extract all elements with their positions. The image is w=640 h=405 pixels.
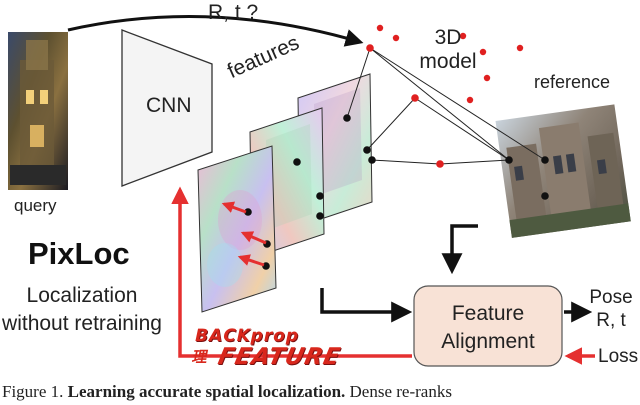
loss-label: Loss [598, 346, 639, 367]
model-point [411, 94, 419, 102]
keypoint [244, 208, 252, 216]
figure-caption: Figure 1. Learning accurate spatial loca… [2, 382, 638, 405]
caption-prefix: Figure 1. [2, 382, 68, 401]
reference-to-alignment-arrow [441, 224, 478, 275]
keypoint [293, 158, 301, 166]
caption-bold: Learning accurate spatial localization. [67, 382, 346, 401]
keypoint [505, 156, 513, 164]
model-point [466, 96, 474, 104]
model-point [483, 74, 491, 82]
keypoint [343, 114, 351, 122]
model-point [479, 48, 487, 56]
features-to-alignment-arrow [320, 288, 413, 323]
model-3d-label: 3D model [419, 26, 477, 73]
model-point [376, 24, 384, 32]
backprop-logo-kanji: 理 [190, 348, 210, 366]
projection-lines [346, 47, 546, 165]
backprop-logo-top: BACKprop [192, 326, 302, 346]
keypoint [316, 192, 324, 200]
pixloc-subtitle: Localization without retraining [2, 284, 162, 335]
feature-alignment-box [413, 285, 563, 367]
3d-model-points [366, 24, 524, 168]
feature-alignment-label: Feature Alignment [441, 302, 535, 353]
query-label: query [14, 196, 57, 215]
keypoint [363, 146, 371, 154]
reference-label: reference [534, 72, 611, 92]
rt-question-label: R, t ? [208, 1, 259, 24]
feature-map-middle [249, 107, 325, 259]
model-point [436, 160, 444, 168]
feature-map-front [197, 145, 277, 313]
pose-query-arrow [67, 15, 364, 47]
keypoint [368, 156, 376, 164]
feature-update-arrows [221, 201, 267, 267]
backprop-arrow [171, 186, 412, 358]
caption-suffix: Dense re-ranks [345, 382, 452, 401]
pose-label: Pose R, t [589, 287, 633, 331]
model-point [392, 34, 400, 42]
keypoint [541, 156, 549, 164]
backprop-logo: BACKprop 理 FEATURE [185, 326, 395, 374]
cnn-block [121, 29, 213, 187]
model-point [459, 32, 467, 40]
reference-image [495, 104, 631, 238]
cnn-label: CNN [146, 94, 192, 117]
pixloc-title: PixLoc [28, 236, 130, 271]
backprop-logo-bottom: FEATURE [215, 344, 344, 370]
model-point [366, 44, 374, 52]
keypoint [541, 192, 549, 200]
model-point [516, 44, 524, 52]
keypoint [316, 212, 324, 220]
query-image [8, 32, 68, 190]
